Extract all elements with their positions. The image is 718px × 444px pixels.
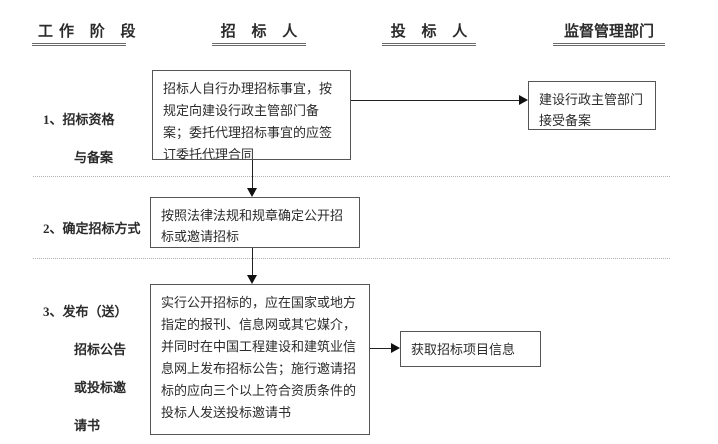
stage-1-line1: 招标资格 xyxy=(62,112,115,127)
connector-line-tenderer2-to-tenderer3 xyxy=(252,248,253,275)
stage-3-line1: 发布（送） xyxy=(62,304,128,319)
process-box-determine-tender-method[interactable]: 按照法律法规和规章确定公开招标或邀请招标 xyxy=(150,197,360,248)
stage-2-number: 2、 xyxy=(43,221,63,236)
stage-label-3: 3、发布（送） 招标公告 或投标邀 请书 xyxy=(30,283,128,444)
connector-arrowhead-tenderer2-to-tenderer3 xyxy=(247,275,257,284)
process-box-bidder-obtains-info[interactable]: 获取招标项目信息 xyxy=(400,331,541,367)
process-box-tenderer-registration[interactable]: 招标人自行办理招标事宜，按规定向建设行政主管部门备案；委托代理招标事宜的应签订委… xyxy=(152,70,351,160)
stage-3-line2: 招标公告 xyxy=(74,342,127,357)
stage-label-1: 1、招标资格 与备案 xyxy=(30,91,115,186)
connector-line-tenderer3-to-bidder3 xyxy=(370,348,391,349)
stage-label-2: 2、确定招标方式 xyxy=(30,200,141,257)
stage-1-number: 1、 xyxy=(43,112,63,127)
stage-3-line3: 或投标邀 xyxy=(74,380,127,395)
connector-arrowhead-tenderer1-to-supervisor1 xyxy=(519,95,528,105)
column-header-stage: 工作 阶 段 xyxy=(32,25,136,46)
column-header-tenderer: 招 标 人 xyxy=(212,25,306,46)
process-box-publish-tender-notice[interactable]: 实行公开招标的，应在国家或地方指定的报刊、信息网或其它媒介，并同时在中国工程建设… xyxy=(150,284,370,435)
connector-arrowhead-tenderer3-to-bidder3 xyxy=(391,343,400,353)
stage-2-line1: 确定招标方式 xyxy=(62,221,141,236)
stage-1-line2: 与备案 xyxy=(74,150,114,165)
row-separator-2 xyxy=(33,258,670,259)
connector-line-tenderer1-to-tenderer2 xyxy=(252,160,253,188)
stage-3-number: 3、 xyxy=(43,304,63,319)
column-header-supervisor: 监督管理部门 xyxy=(553,25,665,46)
stage-3-line4: 请书 xyxy=(74,418,101,433)
connector-line-tenderer1-to-supervisor1 xyxy=(351,100,519,101)
row-separator-1 xyxy=(33,176,670,177)
process-box-supervisor-receives-record[interactable]: 建设行政主管部门接受备案 xyxy=(528,81,656,130)
connector-arrowhead-tenderer1-to-tenderer2 xyxy=(247,188,257,197)
column-header-bidder: 投 标 人 xyxy=(382,25,476,46)
